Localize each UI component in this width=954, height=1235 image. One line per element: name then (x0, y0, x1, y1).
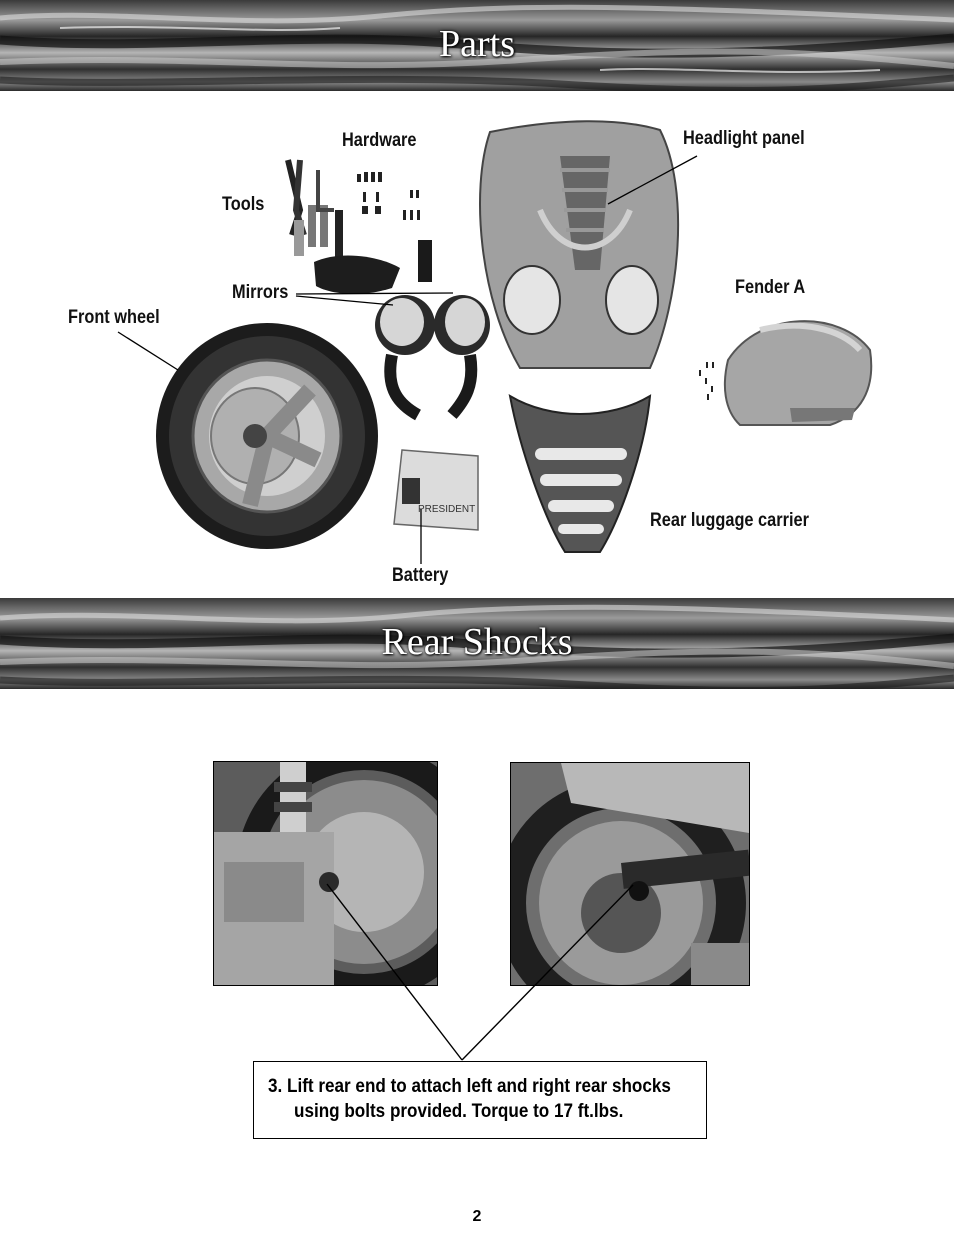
label-rear-luggage-carrier: Rear luggage carrier (650, 510, 809, 531)
rear-shocks-title: Rear Shocks (381, 621, 573, 663)
page-number: 2 (472, 1208, 482, 1225)
instruction-line-1: 3. Lift rear end to attach left and righ… (268, 1076, 671, 1097)
parts-banner: Parts (0, 0, 954, 91)
fender-a-image (699, 320, 873, 426)
water-texture (0, 4, 954, 91)
battery-image: PRESIDENT (393, 449, 479, 531)
water-texture (0, 604, 954, 689)
right-rear-shock-photo (510, 762, 750, 986)
instruction-line-2: using bolts provided. Torque to 17 ft.lb… (294, 1101, 624, 1122)
label-hardware: Hardware (342, 130, 417, 151)
battery-brand: PRESIDENT (418, 504, 475, 515)
rear-shocks-banner: Rear Shocks (0, 598, 954, 689)
label-mirrors: Mirrors (232, 282, 289, 303)
label-fender-a: Fender A (735, 277, 806, 298)
left-rear-shock-photo (213, 761, 438, 986)
hardware-image (357, 172, 432, 282)
front-wheel-image (156, 323, 378, 549)
label-front-wheel: Front wheel (68, 307, 160, 328)
label-battery: Battery (392, 565, 449, 586)
mirrors-image (375, 295, 490, 421)
label-headlight-panel: Headlight panel (683, 128, 805, 149)
leader-lines (117, 155, 698, 564)
tools-image (285, 159, 343, 258)
headlight-panel-image (479, 120, 680, 369)
parts-illustration: PRESIDENT (117, 120, 873, 564)
instruction-box: 3. Lift rear end to attach left and righ… (253, 1061, 707, 1139)
label-tools: Tools (222, 194, 265, 215)
rear-luggage-carrier-image (508, 394, 652, 553)
tool-pouch-image (314, 255, 400, 294)
parts-title: Parts (439, 23, 515, 65)
